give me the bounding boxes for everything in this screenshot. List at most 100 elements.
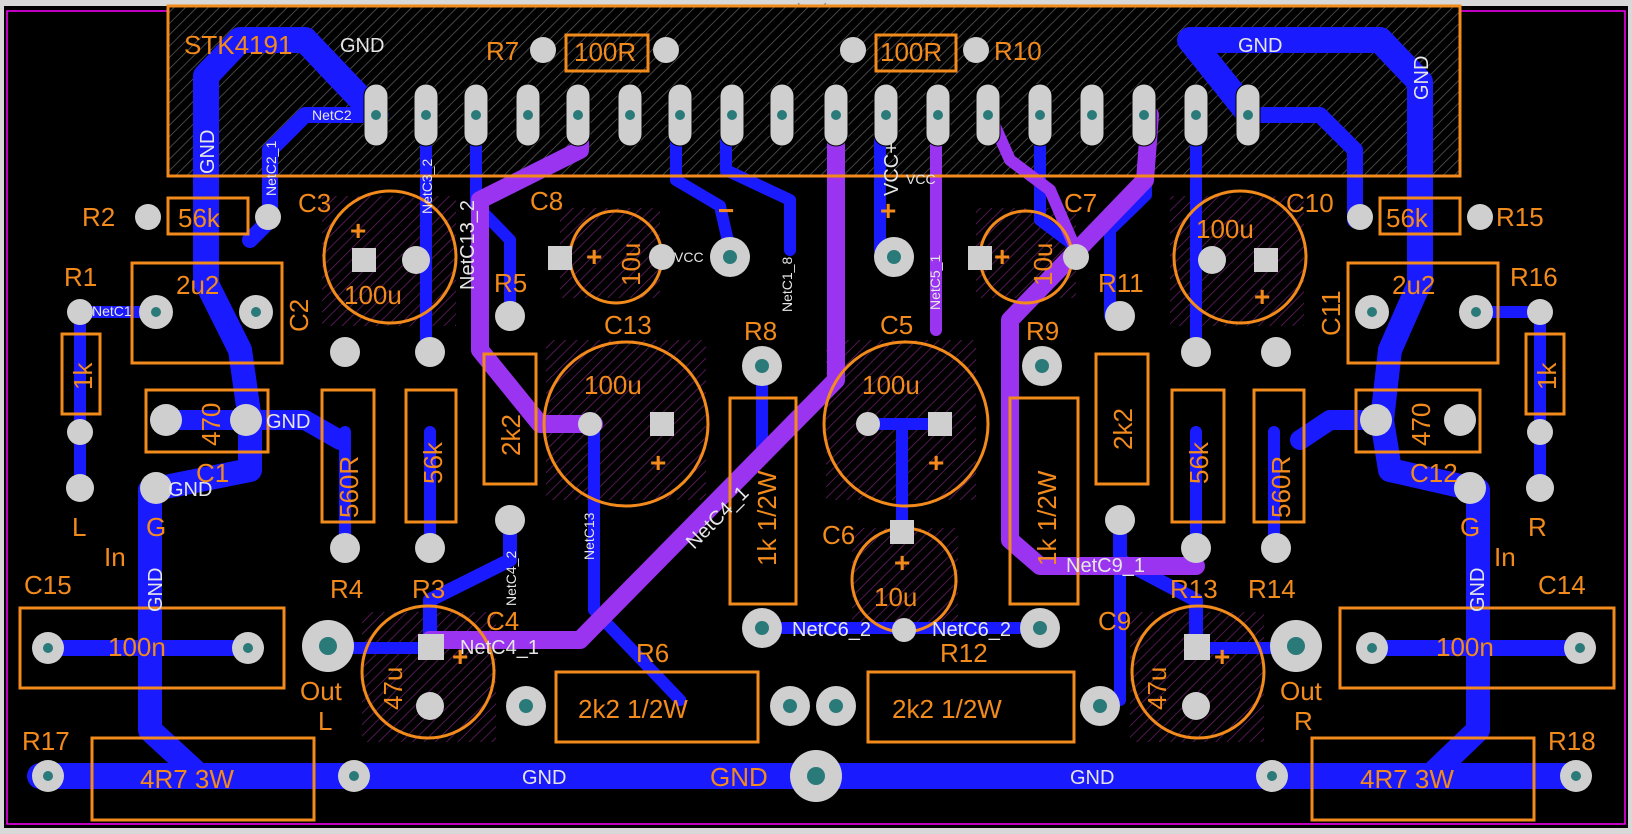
value-label: 56k (1184, 441, 1214, 484)
ref-label: R1 (64, 262, 97, 292)
value-label: 100R (880, 37, 942, 67)
net-label: VCC+ (881, 142, 903, 196)
value-label: 1k (1532, 362, 1562, 390)
plus-sign: + (650, 447, 666, 478)
ic-pin-holes (371, 110, 1253, 120)
value-label: 1k 1/2W (752, 470, 782, 566)
net-label: NetC6_2 (932, 619, 1011, 641)
net-label: VCC (674, 249, 704, 265)
ref-label: R9 (1026, 316, 1059, 346)
ref-label: C5 (880, 310, 913, 340)
value-label: 56k (1386, 203, 1429, 233)
net-label: GND (1411, 56, 1433, 100)
value-label: 100u (862, 370, 920, 400)
left-channel-marking: L (72, 512, 86, 542)
ref-label: C10 (1286, 188, 1334, 218)
plus-sign: + (1214, 641, 1230, 672)
ref-label: C14 (1538, 570, 1586, 600)
value-label: 100n (108, 632, 166, 662)
value-label: 47u (1142, 667, 1172, 710)
net-label: NetC4_1 (460, 637, 539, 659)
ref-label: R16 (1510, 262, 1558, 292)
plus-sign: + (452, 641, 468, 672)
value-label: 47u (378, 667, 408, 710)
ref-label: R2 (82, 202, 115, 232)
ref-label: R14 (1248, 574, 1296, 604)
value-label: 1k 1/2W (1032, 470, 1062, 566)
value-label: 100u (344, 280, 402, 310)
component-pads (32, 37, 1596, 802)
value-label: 470 (1406, 403, 1436, 446)
ref-label: R17 (22, 726, 70, 756)
value-label: 100n (1436, 632, 1494, 662)
net-label: NetC9_1 (1066, 555, 1145, 577)
value-label: 470 (196, 403, 226, 446)
ref-label: C9 (1098, 606, 1131, 636)
ic-pins (363, 83, 1261, 147)
value-label: 2k2 1/2W (892, 694, 1002, 724)
ref-label: R3 (412, 574, 445, 604)
net-label: NetC4_2 (503, 551, 519, 606)
ic-label: STK4191 (184, 30, 292, 60)
plus-sign: + (350, 215, 366, 246)
value-label: 4R7 3W (1360, 764, 1454, 794)
net-label: NetC13 (581, 512, 597, 560)
ref-label: C7 (1064, 188, 1097, 218)
plus-sign: + (586, 241, 602, 272)
net-label: GND (168, 479, 212, 501)
ref-label: C8 (530, 186, 563, 216)
ref-label: R4 (330, 574, 363, 604)
output-marking: Out (1280, 676, 1323, 706)
value-label: 2k2 (496, 414, 526, 456)
plus-sign: + (994, 241, 1010, 272)
value-label: 2u2 (1392, 270, 1435, 300)
plus-sign: + (1254, 281, 1270, 312)
net-label: GND (197, 130, 219, 174)
gnd-marking: GND (710, 762, 768, 792)
silkscreen-outlines (18, 4, 1616, 822)
ref-label: C13 (604, 310, 652, 340)
net-label: NetC1 (92, 303, 132, 319)
ref-label: R8 (744, 316, 777, 346)
ref-label: C12 (1410, 458, 1458, 488)
pad-holes (43, 250, 1585, 785)
ref-label: R15 (1496, 202, 1544, 232)
ref-label: R13 (1170, 574, 1218, 604)
value-label: 2k2 (1108, 408, 1138, 450)
net-label: NetC2_1 (263, 141, 279, 196)
right-channel-marking: R (1528, 512, 1547, 542)
value-label: 4R7 3W (140, 764, 234, 794)
value-label: 56k (178, 203, 221, 233)
value-label: 100u (584, 370, 642, 400)
net-label: GND (522, 767, 566, 789)
net-label: GND (1467, 568, 1489, 612)
net-label: NetC13_2 (457, 200, 479, 290)
ref-label: R10 (994, 36, 1042, 66)
net-label: GND (145, 568, 167, 612)
net-label: VCC (906, 171, 936, 187)
net-label: GND (340, 35, 384, 57)
value-label: 10u (874, 582, 917, 612)
minus-sign: − (718, 195, 734, 226)
value-label: 2k2 1/2W (578, 694, 688, 724)
value-label: 1k (68, 362, 98, 390)
net-label: NetC5_1 (927, 255, 943, 310)
ref-label: C3 (298, 188, 331, 218)
right-channel-marking: R (1294, 706, 1313, 736)
net-label: GND (1070, 767, 1114, 789)
ref-label: C4 (486, 606, 519, 636)
ref-label: R12 (940, 638, 988, 668)
ground-marking: G (1460, 512, 1480, 542)
ref-label: R18 (1548, 726, 1596, 756)
net-label: NetC6_2 (792, 619, 871, 641)
net-label: NetC3_2 (419, 159, 435, 214)
ref-label: R7 (486, 36, 519, 66)
ref-label: R5 (494, 268, 527, 298)
ref-label: C2 (284, 299, 314, 332)
ref-label: C1 (196, 458, 229, 488)
ground-marking: G (146, 512, 166, 542)
plus-sign: + (928, 447, 944, 478)
net-label: GND (1238, 35, 1282, 57)
value-label: 2u2 (176, 270, 219, 300)
